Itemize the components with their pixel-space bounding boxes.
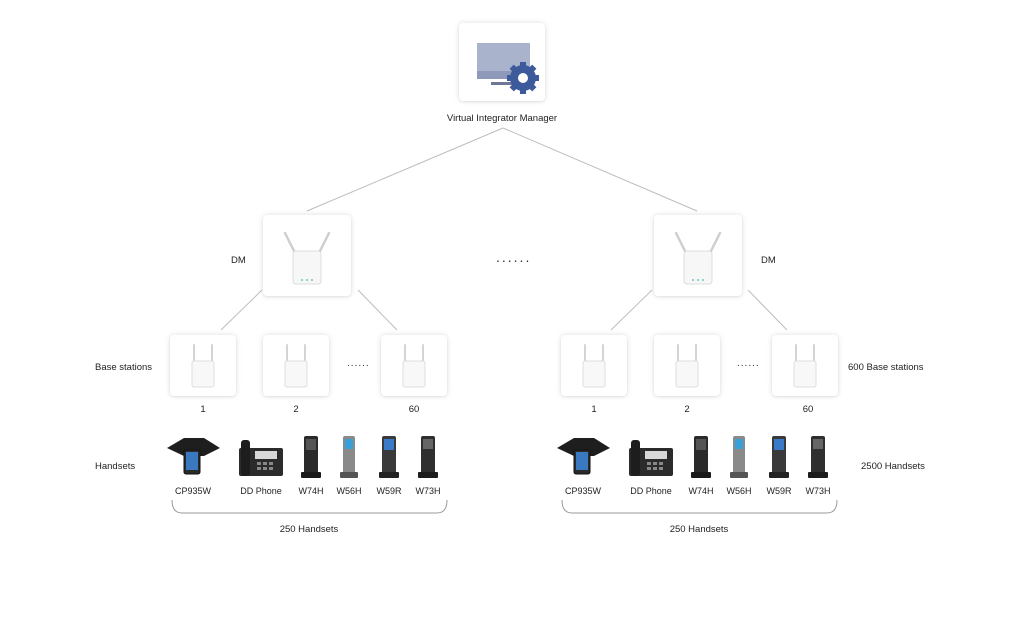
dm-label-left: DM	[231, 255, 246, 266]
dm-card-left	[263, 215, 351, 296]
base-station-icon	[402, 344, 426, 388]
bracket-label-left: 250 Handsets	[279, 524, 339, 535]
device-label: W56H	[726, 486, 752, 496]
handset-icon	[727, 434, 751, 485]
base-number-right-2: 2	[684, 404, 690, 415]
base-station-card	[381, 335, 447, 396]
handset-icon	[377, 434, 401, 485]
conference-phone-icon	[554, 434, 612, 483]
device-label: W73H	[415, 486, 441, 496]
desk-phone-icon	[237, 434, 285, 483]
device-label: DD Phone	[630, 486, 672, 496]
handset-icon	[806, 434, 830, 485]
dm-label-right: DM	[761, 255, 776, 266]
base-number-left-60: 60	[408, 404, 420, 415]
base-number-right-60: 60	[802, 404, 814, 415]
conference-phone-icon	[164, 434, 222, 483]
handset-icon	[689, 434, 713, 485]
handsets-total-label: 2500 Handsets	[861, 461, 925, 472]
handsets-label: Handsets	[95, 461, 136, 472]
handset-icon	[337, 434, 361, 485]
device-label: W59R	[376, 486, 402, 496]
base-ellipsis-left: ......	[347, 358, 370, 369]
base-number-left-2: 2	[293, 404, 299, 415]
device-label: W56H	[336, 486, 362, 496]
device-label: W74H	[688, 486, 714, 496]
device-label: W59R	[766, 486, 792, 496]
base-station-card	[772, 335, 838, 396]
dm-device-icon	[283, 231, 331, 285]
base-number-left-1: 1	[200, 404, 206, 415]
device-label: W73H	[805, 486, 831, 496]
dm-ellipsis: ......	[496, 249, 532, 265]
base-station-icon	[793, 344, 817, 388]
base-station-card	[561, 335, 627, 396]
handset-icon	[416, 434, 440, 485]
device-label: W74H	[298, 486, 324, 496]
base-ellipsis-right: ......	[737, 358, 760, 369]
base-station-card	[170, 335, 236, 396]
bracket-label-right: 250 Handsets	[669, 524, 729, 535]
handset-icon	[299, 434, 323, 485]
base-stations-label: Base stations	[95, 362, 153, 373]
device-label: CP935W	[564, 486, 602, 496]
dm-card-right	[654, 215, 742, 296]
vim-card	[459, 23, 545, 101]
base-station-icon	[284, 344, 308, 388]
device-label: DD Phone	[240, 486, 282, 496]
base-station-icon	[191, 344, 215, 388]
base-station-icon	[582, 344, 606, 388]
handset-icon	[767, 434, 791, 485]
device-label: CP935W	[174, 486, 212, 496]
dm-device-icon	[674, 231, 722, 285]
vim-label: Virtual Integrator Manager	[446, 113, 558, 124]
monitor-gear-icon	[477, 43, 539, 94]
base-station-card	[654, 335, 720, 396]
base-number-right-1: 1	[591, 404, 597, 415]
desk-phone-icon	[627, 434, 675, 483]
base-station-icon	[675, 344, 699, 388]
base-station-card	[263, 335, 329, 396]
base-stations-total-label: 600 Base stations	[848, 362, 924, 373]
